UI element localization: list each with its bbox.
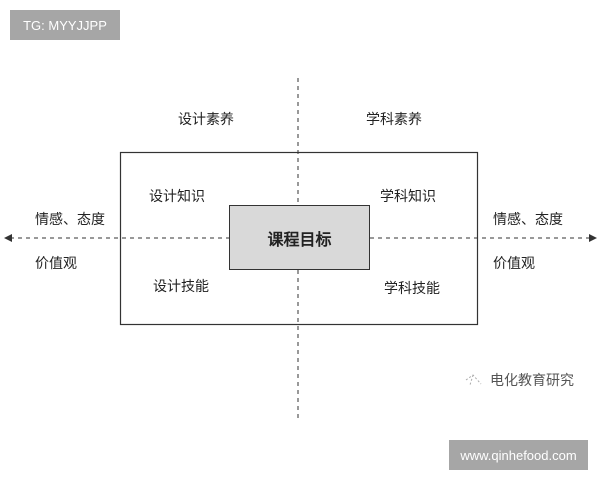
label-subject-literacy: 学科素养 [366, 112, 422, 128]
watermark-bottom: www.qinhefood.com [449, 440, 588, 470]
source-mark: 电化教育研究 [464, 370, 574, 390]
label-right-emotion: 情感、态度 [493, 212, 563, 228]
label-right-values: 价值观 [493, 256, 535, 272]
label-left-emotion: 情感、态度 [35, 212, 105, 228]
label-design-literacy: 设计素养 [178, 112, 234, 128]
wechat-icon [465, 374, 482, 386]
center-goal-box: 课程目标 [229, 205, 370, 270]
label-subject-skills: 学科技能 [384, 281, 440, 297]
label-design-knowledge: 设计知识 [149, 189, 205, 205]
source-label: 电化教育研究 [490, 373, 574, 389]
label-subject-knowledge: 学科知识 [380, 189, 436, 205]
label-left-values: 价值观 [35, 256, 77, 272]
label-design-skills: 设计技能 [153, 279, 209, 295]
right-arrow-icon [589, 234, 597, 242]
watermark-top: TG: MYYJJPP [10, 10, 120, 40]
left-arrow-icon [4, 234, 12, 242]
